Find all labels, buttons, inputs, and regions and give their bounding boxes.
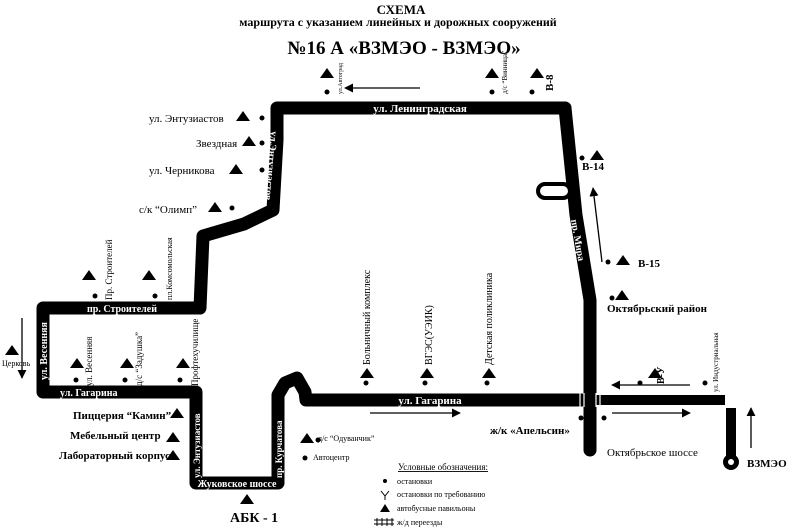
stop-detskaya: Детская поликлиника	[484, 272, 495, 365]
legend-pavilion-icon	[380, 504, 390, 512]
route-number-title: №16 А «ВЗМЭО - ВЗМЭО»	[287, 38, 520, 59]
stop-laboratorny: Лабораторный корпус	[59, 450, 170, 462]
stop-entuziastov: ул. Энтузиастов	[149, 113, 224, 125]
stop-pr-stroiteley: Пр. Строителей	[104, 239, 114, 300]
stop-proftekhuchilishche: Профтехучилище	[190, 319, 200, 386]
road-loop	[536, 182, 572, 200]
stop-zadushka: д/с “Задушка”	[134, 332, 144, 386]
stop-olimp: с/к “Олимп”	[139, 204, 197, 216]
stop-kamin: Пиццерия “Камин”	[73, 410, 171, 422]
stop-v8: В-8	[544, 74, 556, 91]
stop-avtograd: ул.Автоград	[338, 63, 344, 94]
stop-abk: АБК - 1	[230, 511, 278, 526]
street-gagarina-main: ул. Гагарина	[398, 395, 462, 407]
legend-pavilion: автобусные павильоны	[397, 504, 476, 513]
stop-vgeu: ВГЭС(УЭИК)	[424, 305, 435, 365]
stop-v14: В-14	[582, 161, 605, 173]
stop-zvezdnaya: Звездная	[196, 138, 237, 150]
stop-apelsin: ж/к «Апельсин»	[490, 425, 570, 437]
street-kurchatova: пр. Курчатова	[274, 420, 284, 478]
stop-odyvanchik: д/с “Одуванчик”	[318, 434, 375, 443]
legend-crossing: ж/д переезды	[396, 518, 443, 527]
arrow-mira	[589, 187, 603, 263]
legend-stop-icon	[383, 479, 387, 483]
legend-request-icon	[380, 490, 390, 500]
railway-crossing	[579, 393, 601, 407]
legend-title: Условные обозначения:	[398, 462, 488, 472]
legend-stop: остановки	[397, 477, 433, 486]
stop-oktyabrskoe: Октябрьское шоссе	[607, 447, 698, 459]
stop-bolnichny: Больничный комплекс	[362, 269, 373, 365]
stop-vinnitsa: д/с “Винница”	[501, 51, 509, 94]
stop-avtotsentr: Автоцентр	[313, 453, 349, 462]
stop-vzmeo: ВЗМЭО	[747, 458, 787, 470]
street-gagarina-left: ул. Гагарина	[60, 388, 117, 399]
direction-arrows	[17, 83, 756, 448]
route-road	[36, 101, 597, 490]
legend-crossing-icon	[374, 518, 394, 526]
street-leningradskaya: ул. Ленинградская	[373, 103, 467, 115]
stop-labels: ул. Энтузиастов Звездная ул. Черникова с…	[2, 51, 787, 526]
legend-on-request: остановки по требованию	[397, 490, 485, 499]
stop-tserkov: Церковь	[2, 359, 31, 368]
street-vesennyaya: ул. Весенняя	[39, 321, 50, 380]
scheme-title: СХЕМА	[377, 2, 426, 17]
street-stroiteley: пр. Строителей	[87, 304, 157, 315]
stop-vu: В-У	[656, 366, 667, 384]
stop-chernikova: ул. Черникова	[149, 165, 215, 177]
stop-ul-vesennyaya: ул. Весенняя	[84, 337, 94, 386]
legend: Условные обозначения: остановки остановк…	[374, 462, 488, 527]
stop-markers	[5, 68, 708, 504]
stop-komsomolskaya: пл.Комсомольская	[165, 237, 174, 300]
street-zhukovskoe: Жуковское шоссе	[198, 479, 277, 490]
stop-v15: В-15	[638, 258, 661, 270]
stop-mebelny: Мебельный центр	[70, 430, 161, 442]
stop-oktyabrsky: Октябрьский район	[607, 303, 708, 315]
scheme-subtitle: маршрута с указанием линейных и дорожных…	[239, 15, 556, 29]
stop-industrialnaya: ул. Индустриальная	[712, 332, 720, 392]
street-entuziastov-bottom: ул. Энтузиастов	[192, 413, 202, 478]
